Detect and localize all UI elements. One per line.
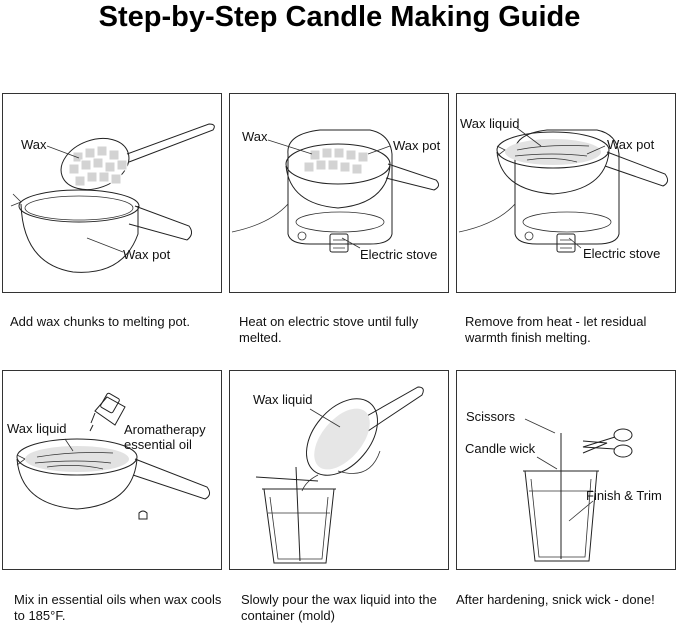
- step-4-caption: Mix in essential oils when wax cools to …: [14, 592, 222, 623]
- step-2-panel: Wax Wax pot Electric stove: [229, 93, 449, 293]
- scissors-icon: [582, 428, 633, 458]
- label-electric-stove: Electric stove: [583, 246, 661, 261]
- label-wax-pot: Wax pot: [123, 247, 171, 262]
- step-1-panel: Wax Wax pot: [2, 93, 222, 293]
- label-wax-pot: Wax pot: [393, 138, 441, 153]
- wax-chunks-icon: [68, 145, 128, 187]
- label-finish-trim: Finish & Trim: [586, 488, 662, 503]
- label-wax: Wax: [242, 129, 268, 144]
- oil-bottle-icon: [89, 392, 126, 432]
- step-4-panel: Wax liquid Aromatherapy essential oil: [2, 370, 222, 570]
- label-candle-wick: Candle wick: [465, 441, 536, 456]
- step-3-caption: Remove from heat - let residual warmth f…: [465, 314, 647, 345]
- page-title: Step-by-Step Candle Making Guide: [98, 1, 581, 33]
- step-1-illustration: [10, 123, 215, 273]
- step-6-caption: After hardening, snick wick - done!: [456, 592, 655, 607]
- step-5-panel: Wax liquid: [229, 370, 449, 570]
- step-1-caption: Add wax chunks to melting pot.: [10, 314, 190, 329]
- liquid-wax-icon: [505, 139, 601, 165]
- label-wax-liquid: Wax liquid: [253, 392, 313, 407]
- step-2-illustration: [231, 129, 440, 253]
- label-wax-liquid: Wax liquid: [460, 116, 520, 131]
- label-electric-stove: Electric stove: [360, 247, 438, 262]
- label-aromatherapy-oil: Aromatherapy essential oil: [124, 422, 206, 452]
- label-wax: Wax: [21, 137, 47, 152]
- liquid-wax-icon: [314, 408, 370, 470]
- wax-chunks-icon: [303, 147, 369, 175]
- step-4-illustration: [16, 392, 211, 520]
- label-wax-liquid: Wax liquid: [7, 421, 67, 436]
- step-2-caption: Heat on electric stove until fully melte…: [239, 314, 419, 345]
- liquid-wax-icon: [25, 446, 129, 472]
- label-scissors: Scissors: [466, 409, 516, 424]
- label-wax-pot: Wax pot: [607, 137, 655, 152]
- step-3-illustration: [458, 127, 669, 253]
- step-5-caption: Slowly pour the wax liquid into the cont…: [241, 592, 437, 623]
- step-6-illustration: [523, 418, 633, 562]
- step-5-illustration: [255, 386, 424, 564]
- step-3-panel: Wax liquid Wax pot Electric stove: [456, 93, 676, 293]
- step-6-panel: Scissors Candle wick Finish & Trim: [456, 370, 676, 570]
